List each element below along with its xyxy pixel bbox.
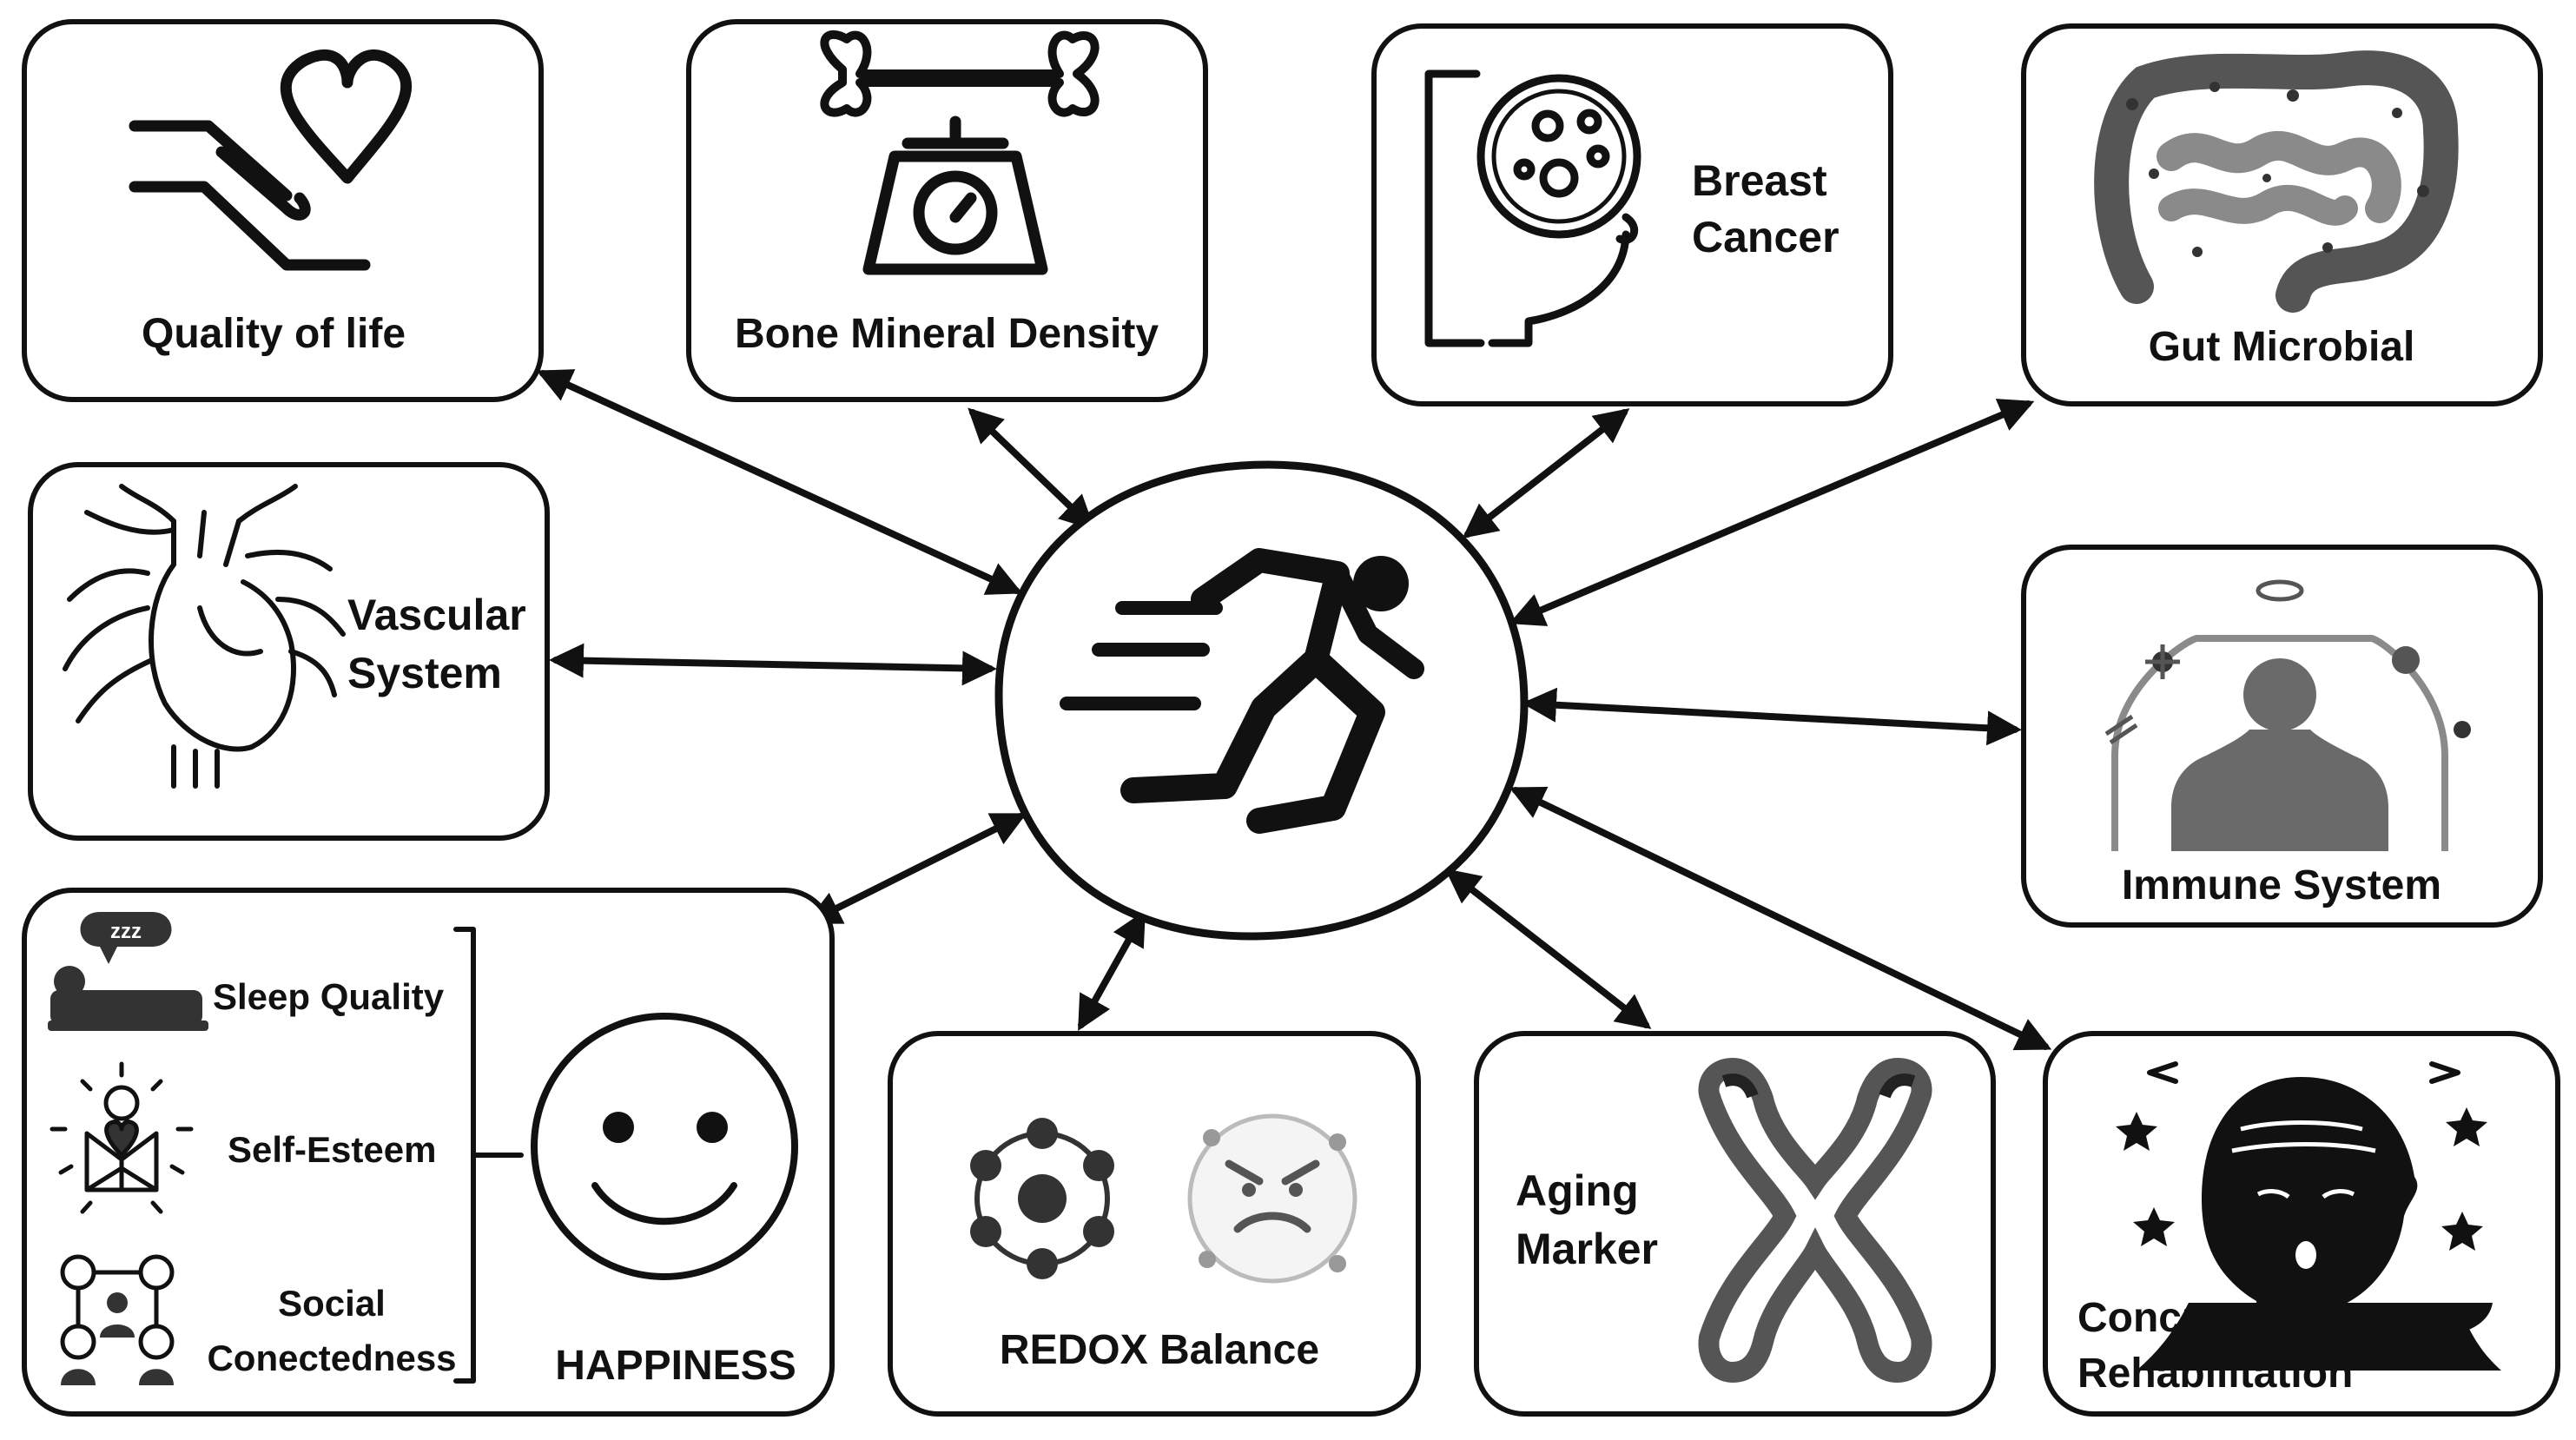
concussion-label-line2: Rehabilitation [2077,1351,2353,1397]
node-gut-microbial: Gut Microbial [2021,23,2543,406]
arrow-redox [1078,910,1146,1031]
bone-mineral-density-label: Bone Mineral Density [735,311,1159,357]
svg-text:zzz: zzz [110,920,142,943]
heart-vessels-icon [63,484,346,789]
arrow-happiness [805,813,1027,924]
gut-microbial-label: Gut Microbial [2149,324,2415,370]
breast-cancer-label-line2: Cancer [1692,213,1840,261]
happiness-label: HAPPINESS [555,1343,796,1389]
redox-balance-label: REDOX Balance [1000,1327,1319,1373]
arrow-immune-system [1522,687,2022,746]
arrow-aging-marker [1444,869,1652,1029]
node-vascular-system: Vascular System [28,462,550,841]
hand-heart-icon [129,49,413,271]
node-immune-system: Immune System [2021,545,2543,928]
bone-scale-icon [820,30,1100,275]
arrow-breast-cancer [1462,408,1630,538]
node-happiness: zzz Sleep Quality Self-Esteem [22,888,835,1417]
breast-cancer-icon [1424,69,1641,347]
vascular-system-label-line1: Vascular [347,591,526,639]
immune-system-label: Immune System [2122,862,2441,908]
running-person-icon [1060,548,1424,834]
arrow-bone-density [968,407,1095,531]
self-esteem-icon [50,1061,194,1214]
social-label-line2: Conectedness [207,1338,456,1378]
arrow-vascular-system [549,643,997,686]
node-quality-of-life: Quality of life [22,19,544,402]
social-label-line1: Social [278,1283,386,1324]
concussion-label-line1: Concussion [2077,1295,2316,1341]
aging-marker-label-line1: Aging [1516,1166,1639,1215]
connectors [536,369,2052,1051]
molecule-icon [970,1118,1114,1279]
immune-body-icon [2104,579,2471,851]
breast-cancer-label-line1: Breast [1692,156,1827,205]
center-node [994,460,1529,941]
node-concussion: Concussion Rehabilitation [2043,1031,2560,1417]
vascular-system-label-line2: System [347,649,502,697]
node-aging-marker: Aging Marker [1474,1031,1996,1417]
sleep-bed-icon: zzz [48,912,208,1031]
node-breast-cancer: Breast Cancer [1371,23,1893,406]
node-bone-mineral-density: Bone Mineral Density [686,19,1208,402]
self-esteem-label: Self-Esteem [228,1129,436,1170]
sleep-quality-label: Sleep Quality [213,976,445,1017]
arrow-quality-of-life [536,369,1023,595]
smiley-face-icon [531,1013,798,1280]
arrow-concussion [1509,786,2052,1051]
aging-marker-label-line2: Marker [1516,1225,1658,1273]
intestine-icon [2094,50,2459,313]
node-redox-balance: REDOX Balance [888,1031,1421,1417]
quality-of-life-label: Quality of life [142,311,406,357]
bracket [453,927,524,1384]
chromosome-icon [1698,1057,1932,1384]
social-network-icon [60,1254,175,1385]
head-injury-icon [2116,1061,2501,1371]
arrow-gut-microbial [1509,399,2035,626]
angry-face-icon [1187,1113,1357,1284]
